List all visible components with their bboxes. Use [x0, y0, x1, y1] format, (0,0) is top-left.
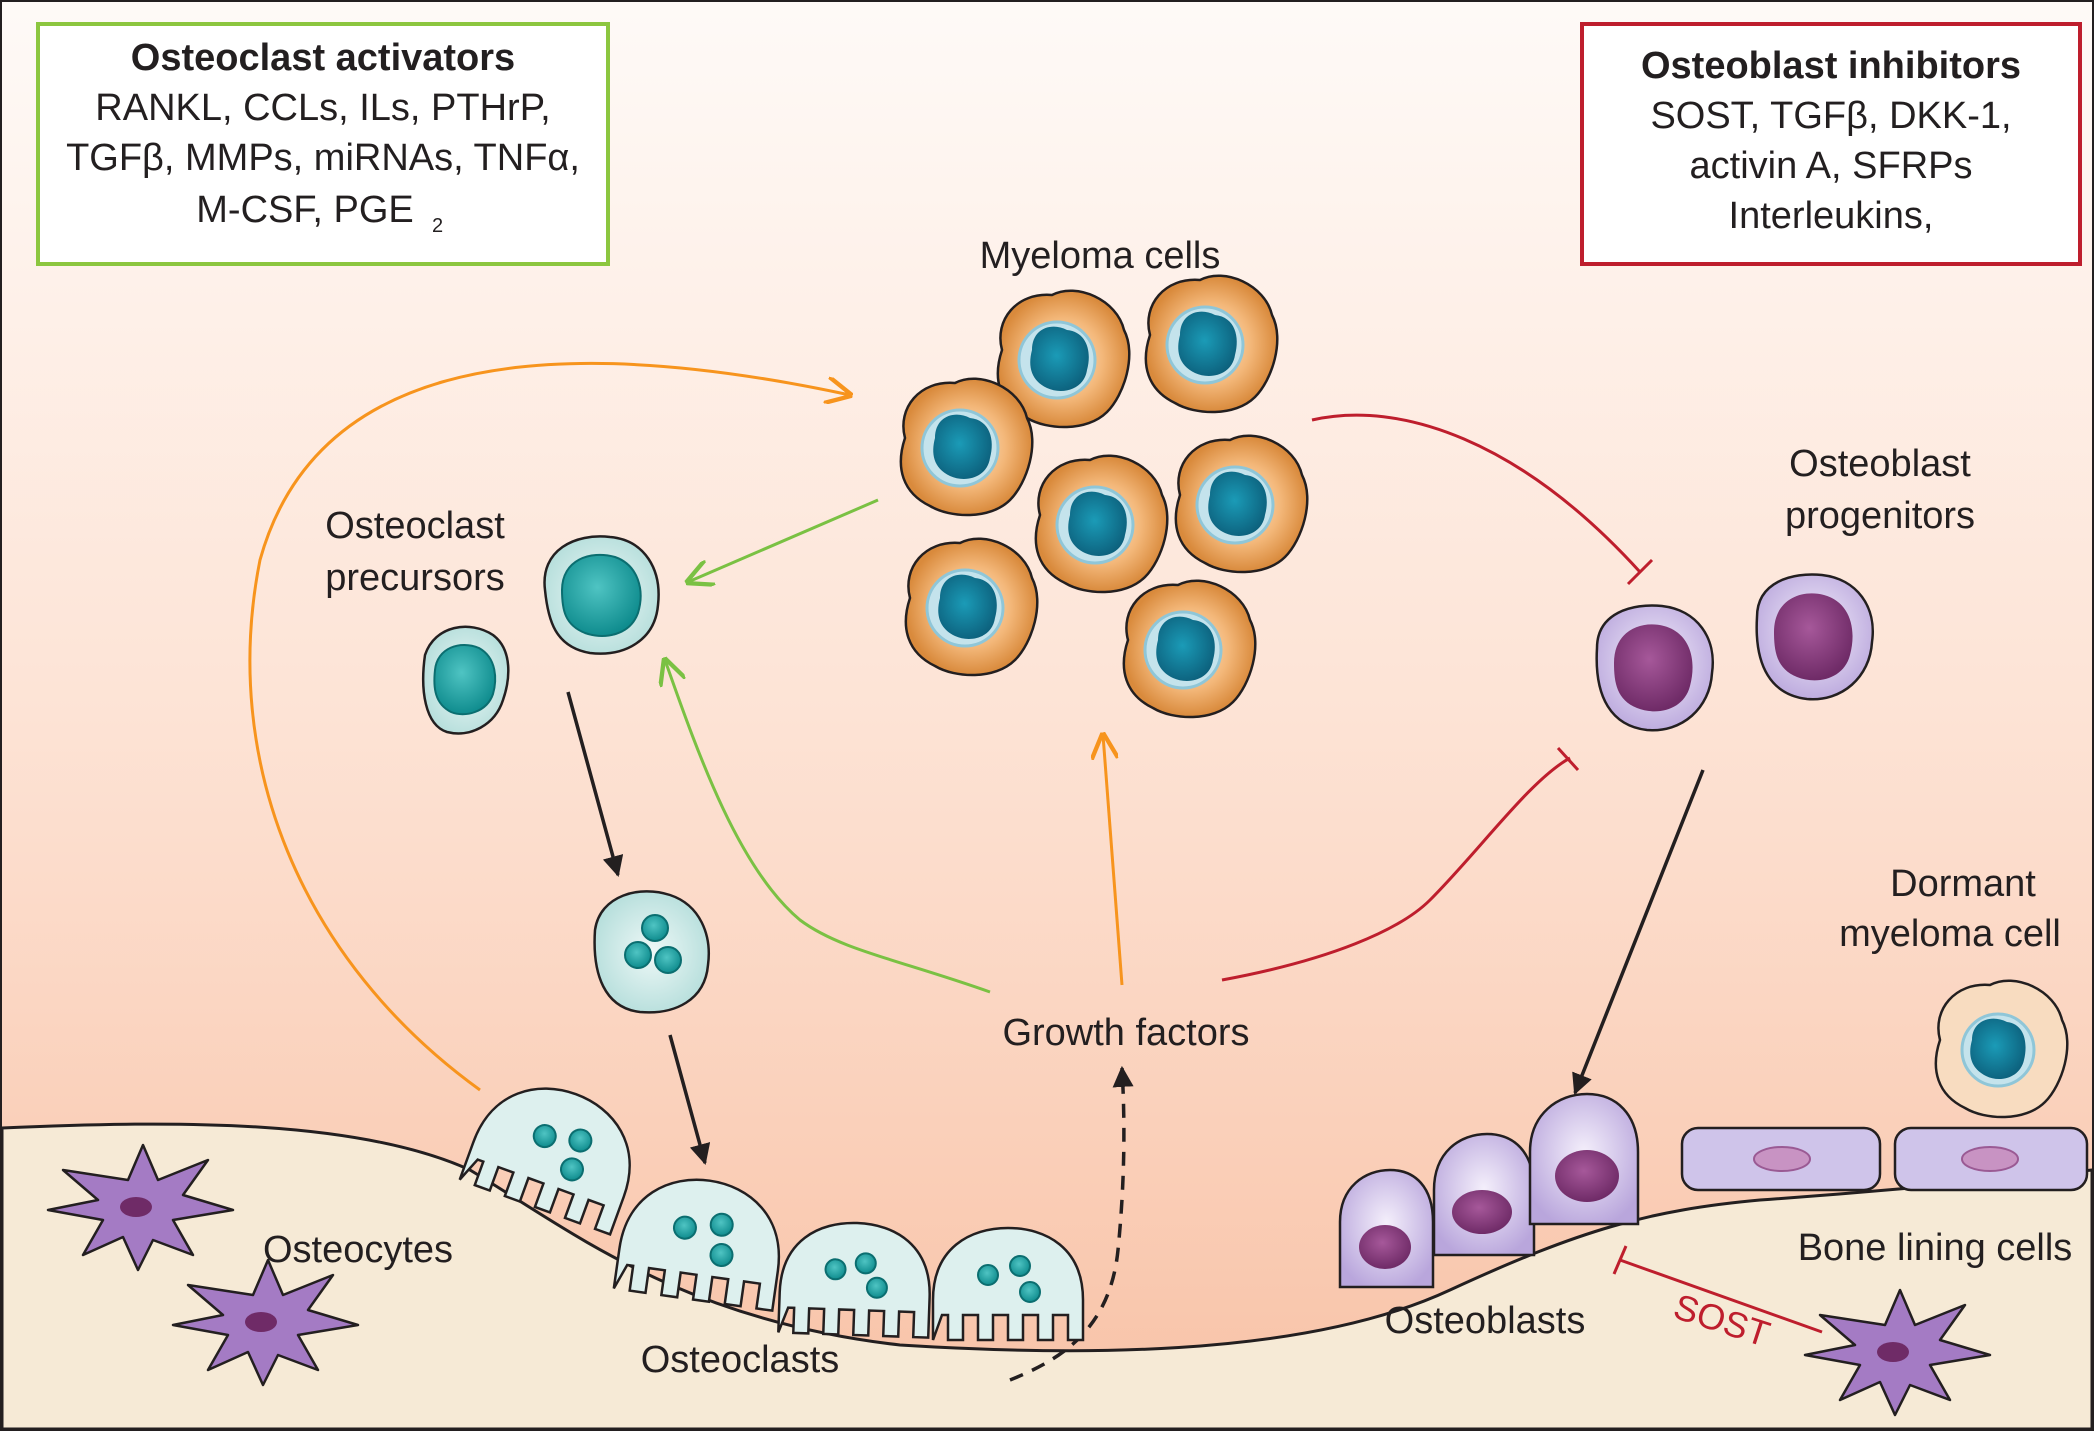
fused-osteoclast-precursor [593, 890, 710, 1014]
myeloma-cell [1122, 579, 1257, 719]
myeloma-cell [1144, 274, 1279, 414]
label-growth-factors: Growth factors [1002, 1012, 1249, 1054]
label-osteoclast-precursors-1: Osteoclast [325, 505, 505, 547]
osteoblast-progenitor [1755, 573, 1874, 701]
label-osteoblast-progenitors-2: progenitors [1785, 495, 1975, 537]
green-myeloma-to-precursor-arrow [688, 498, 879, 582]
activators-title: Osteoclast activators [131, 37, 515, 79]
osteoblast [1432, 1132, 1536, 1257]
bone-surface [0, 1122, 2094, 1431]
activators-line-2: TGFβ, MMPs, miRNAs, TNFα, [66, 137, 580, 179]
osteocyte [171, 1258, 360, 1387]
osteoblast [1338, 1168, 1435, 1289]
bone-lining-cell [1893, 1126, 2089, 1192]
label-osteoclast-precursors-2: precursors [325, 557, 505, 599]
label-dormant-1: Dormant [1890, 863, 2036, 905]
black-arrow-progenitor-to-osteoblast [1572, 769, 1705, 1095]
label-myeloma-cells: Myeloma cells [980, 235, 1221, 277]
green-growth-to-precursor-arrow [665, 660, 991, 994]
myeloma-cell [1034, 454, 1169, 594]
osteoblast-inhibitors-box: Osteoblast inhibitors SOST, TGFβ, DKK-1,… [1580, 22, 2082, 266]
activators-line-1: RANKL, CCLs, ILs, PTHrP, [95, 87, 550, 129]
activators-subscript: 2 [432, 215, 443, 237]
dormant-myeloma-cell [1934, 979, 2069, 1119]
dashed-growth-factor-arrow [1009, 1065, 1134, 1382]
red-sost-inhibit-bar [1612, 1245, 1628, 1275]
black-arrow-fused-to-osteoclast [668, 1034, 711, 1166]
osteocyte [1803, 1288, 1992, 1417]
myeloma-cell [904, 537, 1039, 677]
inhibitors-line-1: SOST, TGFβ, DKK-1, [1650, 95, 2011, 137]
osteoclast [458, 1087, 631, 1236]
osteoclast-precursor [422, 625, 510, 735]
inhibitors-line-2: activin A, SFRPs [1690, 145, 1973, 187]
orange-loop-arrow [248, 361, 850, 1092]
osteoblast-progenitor [1595, 604, 1714, 732]
orange-up-arrow [1103, 735, 1124, 986]
myeloma-cell [1174, 434, 1309, 574]
label-osteoblast-progenitors-1: Osteoblast [1789, 443, 1971, 485]
black-arrow-precursor-to-fused [566, 691, 624, 878]
bone-lining-cell [1680, 1126, 1882, 1192]
myeloma-cell [899, 377, 1034, 517]
label-dormant-2: myeloma cell [1839, 913, 2061, 955]
osteocyte [46, 1143, 235, 1272]
label-osteoblasts: Osteoblasts [1385, 1300, 1586, 1342]
myeloma-cell [996, 289, 1131, 429]
osteoclast [931, 1226, 1085, 1342]
osteoclast-activators-box: Osteoclast activators RANKL, CCLs, ILs, … [36, 22, 610, 266]
red-sost-inhibit-line [1619, 1258, 1823, 1334]
myeloma-cell-cluster [899, 274, 1309, 719]
osteoclast [777, 1221, 931, 1339]
osteoblast [1528, 1092, 1640, 1226]
red-inhibit-myeloma-arrow [1311, 413, 1642, 574]
inhibitors-line-3: Interleukins, [1729, 195, 1934, 237]
red-inhibit-bar-2 [1556, 746, 1580, 772]
osteoclast-precursor [543, 535, 660, 655]
inhibitors-title: Osteoblast inhibitors [1641, 45, 2021, 87]
red-inhibit-growth-arrow [1221, 756, 1571, 982]
label-bone-lining-cells: Bone lining cells [1798, 1227, 2073, 1269]
activators-line-3: M-CSF, PGE [196, 189, 413, 231]
label-osteoclasts: Osteoclasts [641, 1339, 840, 1381]
osteoclast [612, 1178, 781, 1313]
red-inhibit-bar-1 [1626, 558, 1654, 586]
label-osteocytes: Osteocytes [263, 1229, 453, 1271]
